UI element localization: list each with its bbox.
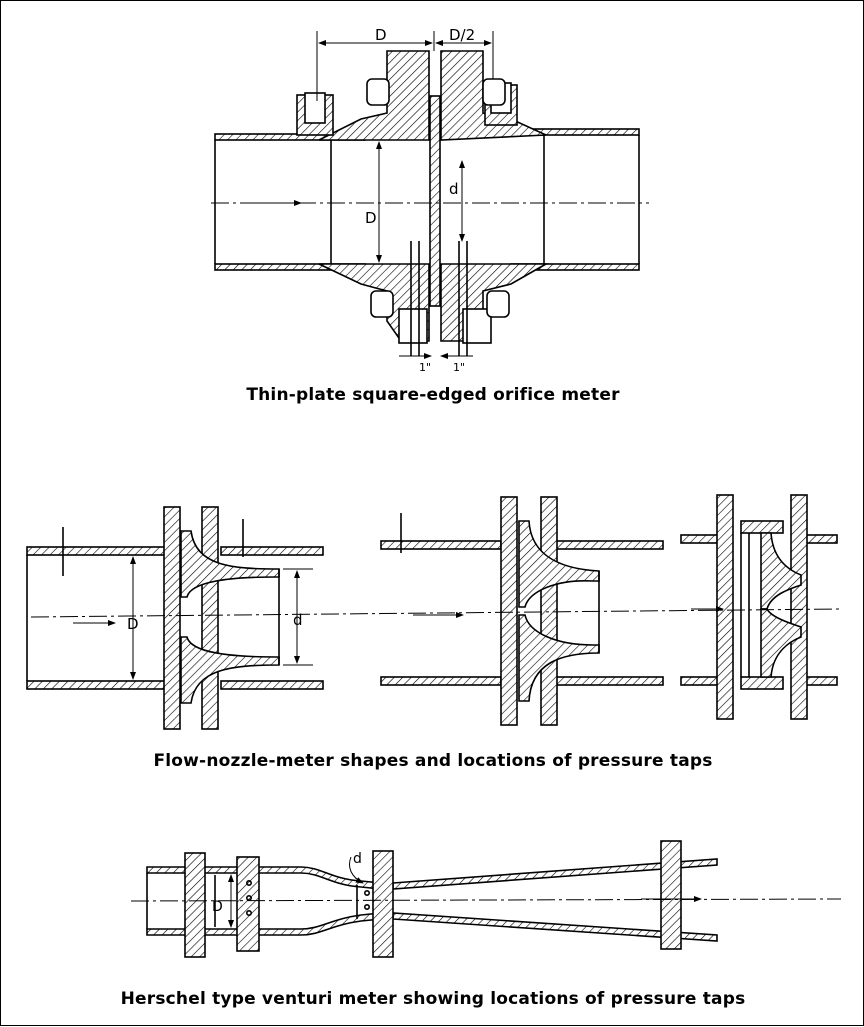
venturi-label-D: D bbox=[212, 899, 223, 915]
orifice-label-D-top: D bbox=[375, 26, 387, 44]
orifice-label-tap-left: 1" bbox=[419, 361, 431, 374]
orifice-label-D-half: D/2 bbox=[449, 26, 475, 44]
venturi-label-d: d bbox=[353, 851, 362, 867]
venturi-meter-caption: Herschel type venturi meter showing loca… bbox=[120, 989, 746, 1009]
orifice-label-tap-right: 1" bbox=[453, 361, 465, 374]
orifice-label-D: D bbox=[365, 209, 377, 227]
flow-nozzle-dimension-lines bbox=[30, 556, 842, 680]
orifice-upper-flange-left bbox=[318, 50, 430, 141]
orifice-meter-drawing bbox=[214, 50, 640, 356]
venturi-meter-drawing bbox=[146, 840, 718, 958]
nozzle-label-D: D bbox=[127, 615, 139, 633]
orifice-dimension-lines bbox=[211, 31, 649, 359]
nozzle-label-d: d bbox=[293, 611, 303, 629]
flow-nozzle-drawings bbox=[26, 494, 838, 730]
venturi-dimension-lines bbox=[130, 856, 842, 928]
orifice-label-d: d bbox=[449, 180, 459, 198]
orifice-plate bbox=[429, 95, 441, 307]
orifice-meter-caption: Thin-plate square-edged orifice meter bbox=[246, 385, 620, 405]
flow-nozzle-caption: Flow-nozzle-meter shapes and locations o… bbox=[153, 751, 713, 771]
